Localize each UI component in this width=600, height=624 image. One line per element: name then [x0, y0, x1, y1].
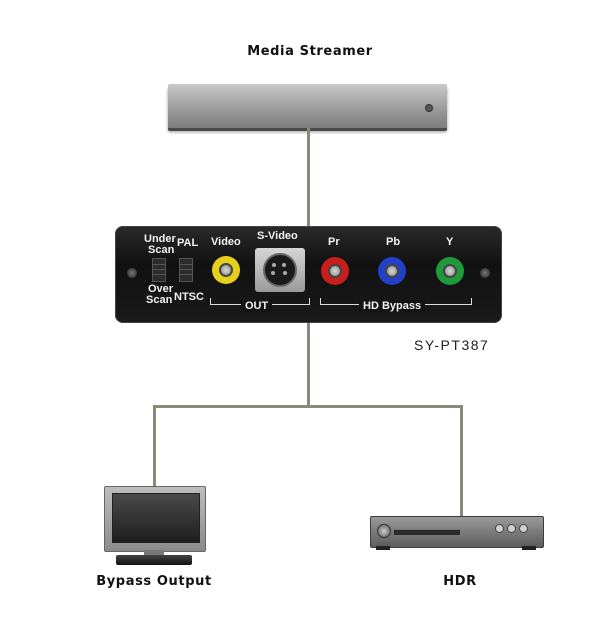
overscan-label-2: Scan — [146, 294, 173, 306]
video-jack — [212, 256, 240, 284]
converter-panel: Under Scan Over Scan PAL NTSC Video S-Vi… — [115, 226, 502, 323]
screw-icon — [480, 268, 490, 278]
video-label: Video — [211, 236, 241, 248]
pr-label: Pr — [328, 236, 340, 248]
hdr-recorder-icon — [370, 516, 544, 554]
video-standard-switch[interactable] — [179, 258, 193, 282]
streamer-to-converter-wire — [307, 128, 310, 226]
underscan-label-1: Under — [144, 233, 176, 245]
scan-switch[interactable] — [152, 258, 166, 282]
out-group-label: OUT — [241, 300, 273, 312]
y-jack — [436, 257, 464, 285]
tv-icon — [104, 486, 206, 568]
pr-jack — [321, 257, 349, 285]
y-label: Y — [446, 236, 454, 248]
distribution-wire — [153, 405, 463, 408]
screw-icon — [127, 268, 137, 278]
overscan-label-1: Over — [148, 283, 174, 295]
tv-drop-wire — [153, 405, 156, 487]
model-number: SY-PT387 — [414, 337, 490, 353]
svideo-label: S-Video — [257, 230, 298, 242]
converter-trunk-wire — [307, 323, 310, 407]
hdr-label: HDR — [443, 574, 477, 589]
pal-label: PAL — [177, 237, 199, 249]
hd-bypass-group-label: HD Bypass — [359, 300, 426, 312]
media-streamer-device — [168, 84, 447, 128]
pb-jack — [378, 257, 406, 285]
svideo-jack — [255, 248, 305, 292]
hdr-drop-wire — [460, 405, 463, 517]
ntsc-label: NTSC — [174, 291, 204, 303]
pb-label: Pb — [386, 236, 401, 248]
bypass-output-label: Bypass Output — [96, 574, 212, 589]
media-streamer-label: Media Streamer — [247, 44, 373, 59]
power-led-icon — [425, 104, 433, 112]
underscan-label-2: Scan — [148, 244, 175, 256]
